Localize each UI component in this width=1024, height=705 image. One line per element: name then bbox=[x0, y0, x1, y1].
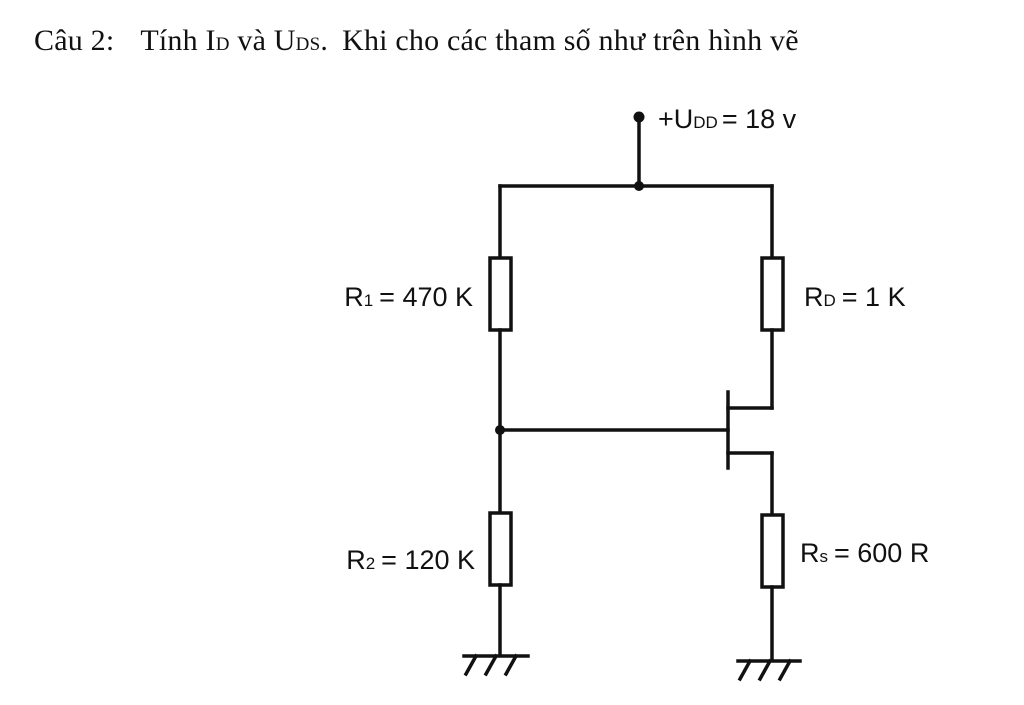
resistor-rs bbox=[760, 513, 785, 589]
ground-left bbox=[462, 653, 530, 677]
uds-symbol: UDS bbox=[273, 24, 321, 57]
resistor-rd bbox=[760, 256, 785, 332]
rs-label: Rs= 600 R bbox=[800, 538, 929, 568]
question-conjunction: và bbox=[237, 24, 267, 57]
ground-right-hatch bbox=[757, 658, 773, 682]
supply-label: +UDD= 18 v bbox=[658, 104, 797, 134]
question-word-tinh: Tính bbox=[140, 24, 198, 57]
rd-label: RD= 1 K bbox=[804, 282, 906, 312]
ground-left-hatch bbox=[463, 653, 479, 677]
supply-terminal bbox=[633, 111, 645, 191]
ground-right bbox=[736, 658, 802, 682]
question-text: Câu 2: Tính ID và UDS. Khi cho các tham số… bbox=[34, 24, 799, 58]
question-period: . bbox=[320, 24, 329, 57]
id-symbol: ID bbox=[205, 24, 230, 57]
r1-label: R1= 470 K bbox=[344, 282, 473, 312]
question-rest: Khi cho các tham số như trên hình vẽ bbox=[342, 24, 799, 57]
question-number: Câu 2: bbox=[34, 24, 115, 57]
resistor-r1 bbox=[488, 256, 513, 332]
jfet-transistor bbox=[726, 390, 774, 470]
r2-label: R2= 120 K bbox=[346, 545, 475, 575]
ground-left-hatch bbox=[503, 653, 519, 677]
ground-left-hatch bbox=[483, 653, 499, 677]
resistor-r2 bbox=[488, 511, 513, 587]
ground-right-hatch bbox=[737, 658, 753, 682]
ground-right-hatch bbox=[777, 658, 793, 682]
